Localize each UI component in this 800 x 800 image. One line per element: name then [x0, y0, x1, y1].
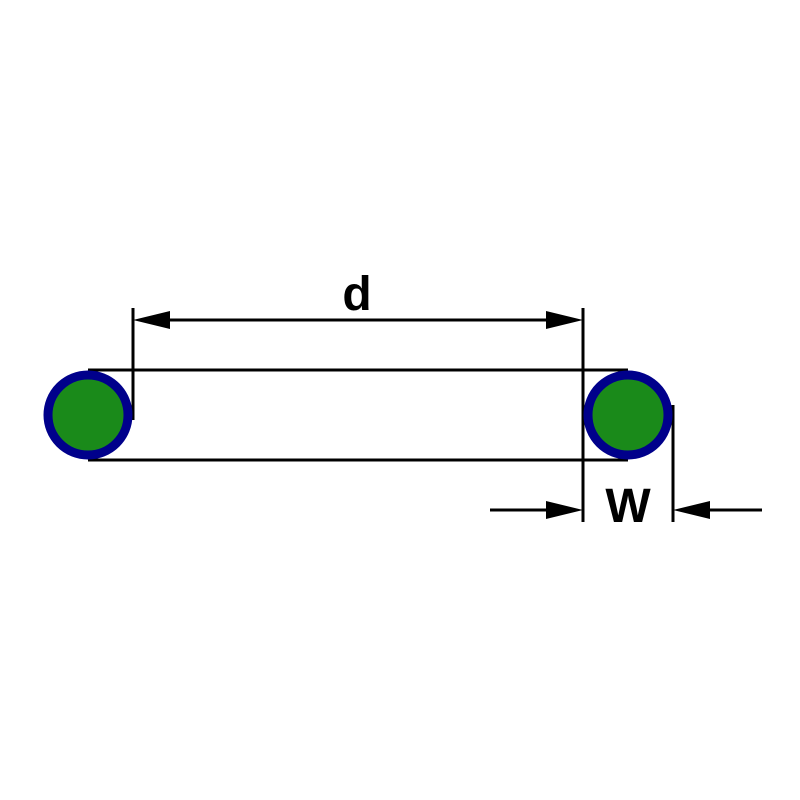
w-arrowhead-left — [546, 501, 583, 519]
w-label: W — [605, 480, 651, 533]
d-arrowhead-left — [133, 311, 170, 329]
d-label: d — [342, 268, 371, 321]
w-arrowhead-right — [673, 501, 710, 519]
d-arrowhead-right — [546, 311, 583, 329]
right-cross-section-circle — [583, 370, 673, 460]
left-cross-section-circle — [43, 370, 133, 460]
